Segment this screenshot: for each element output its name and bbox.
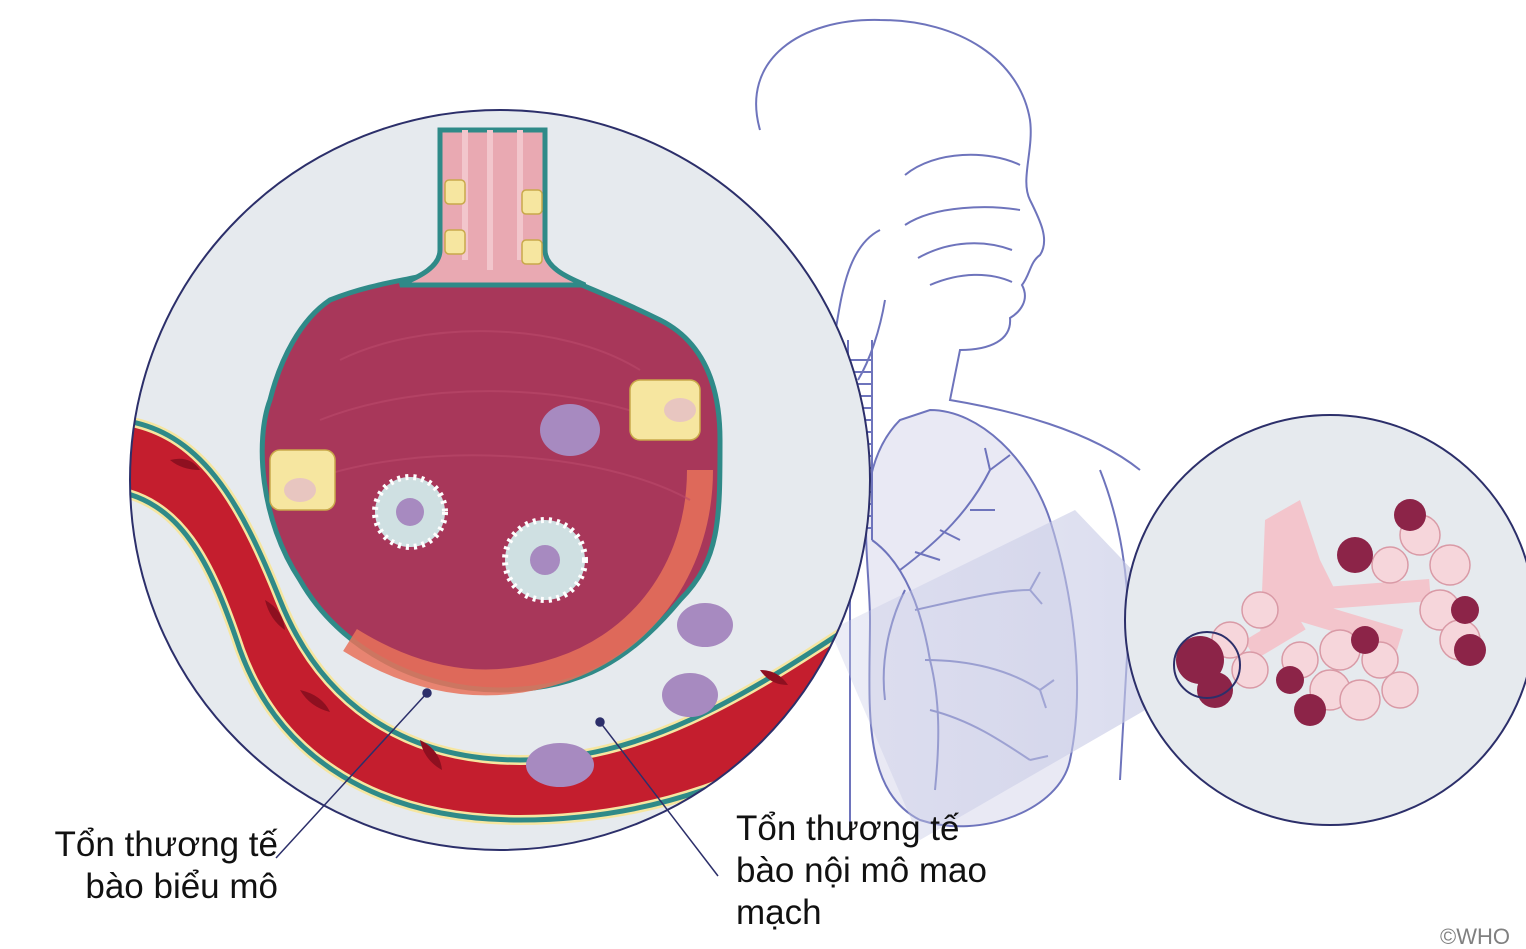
label-endothelial-damage: Tổn thương tế bào nội mô mao mạch bbox=[736, 808, 1036, 934]
label-epithelial-damage: Tổn thương tế bào biểu mô bbox=[18, 824, 278, 908]
magnified-alveolus-detail bbox=[110, 110, 880, 850]
watermark: ©WHO bbox=[1440, 926, 1510, 948]
alveoli-cluster-detail bbox=[1125, 415, 1526, 825]
